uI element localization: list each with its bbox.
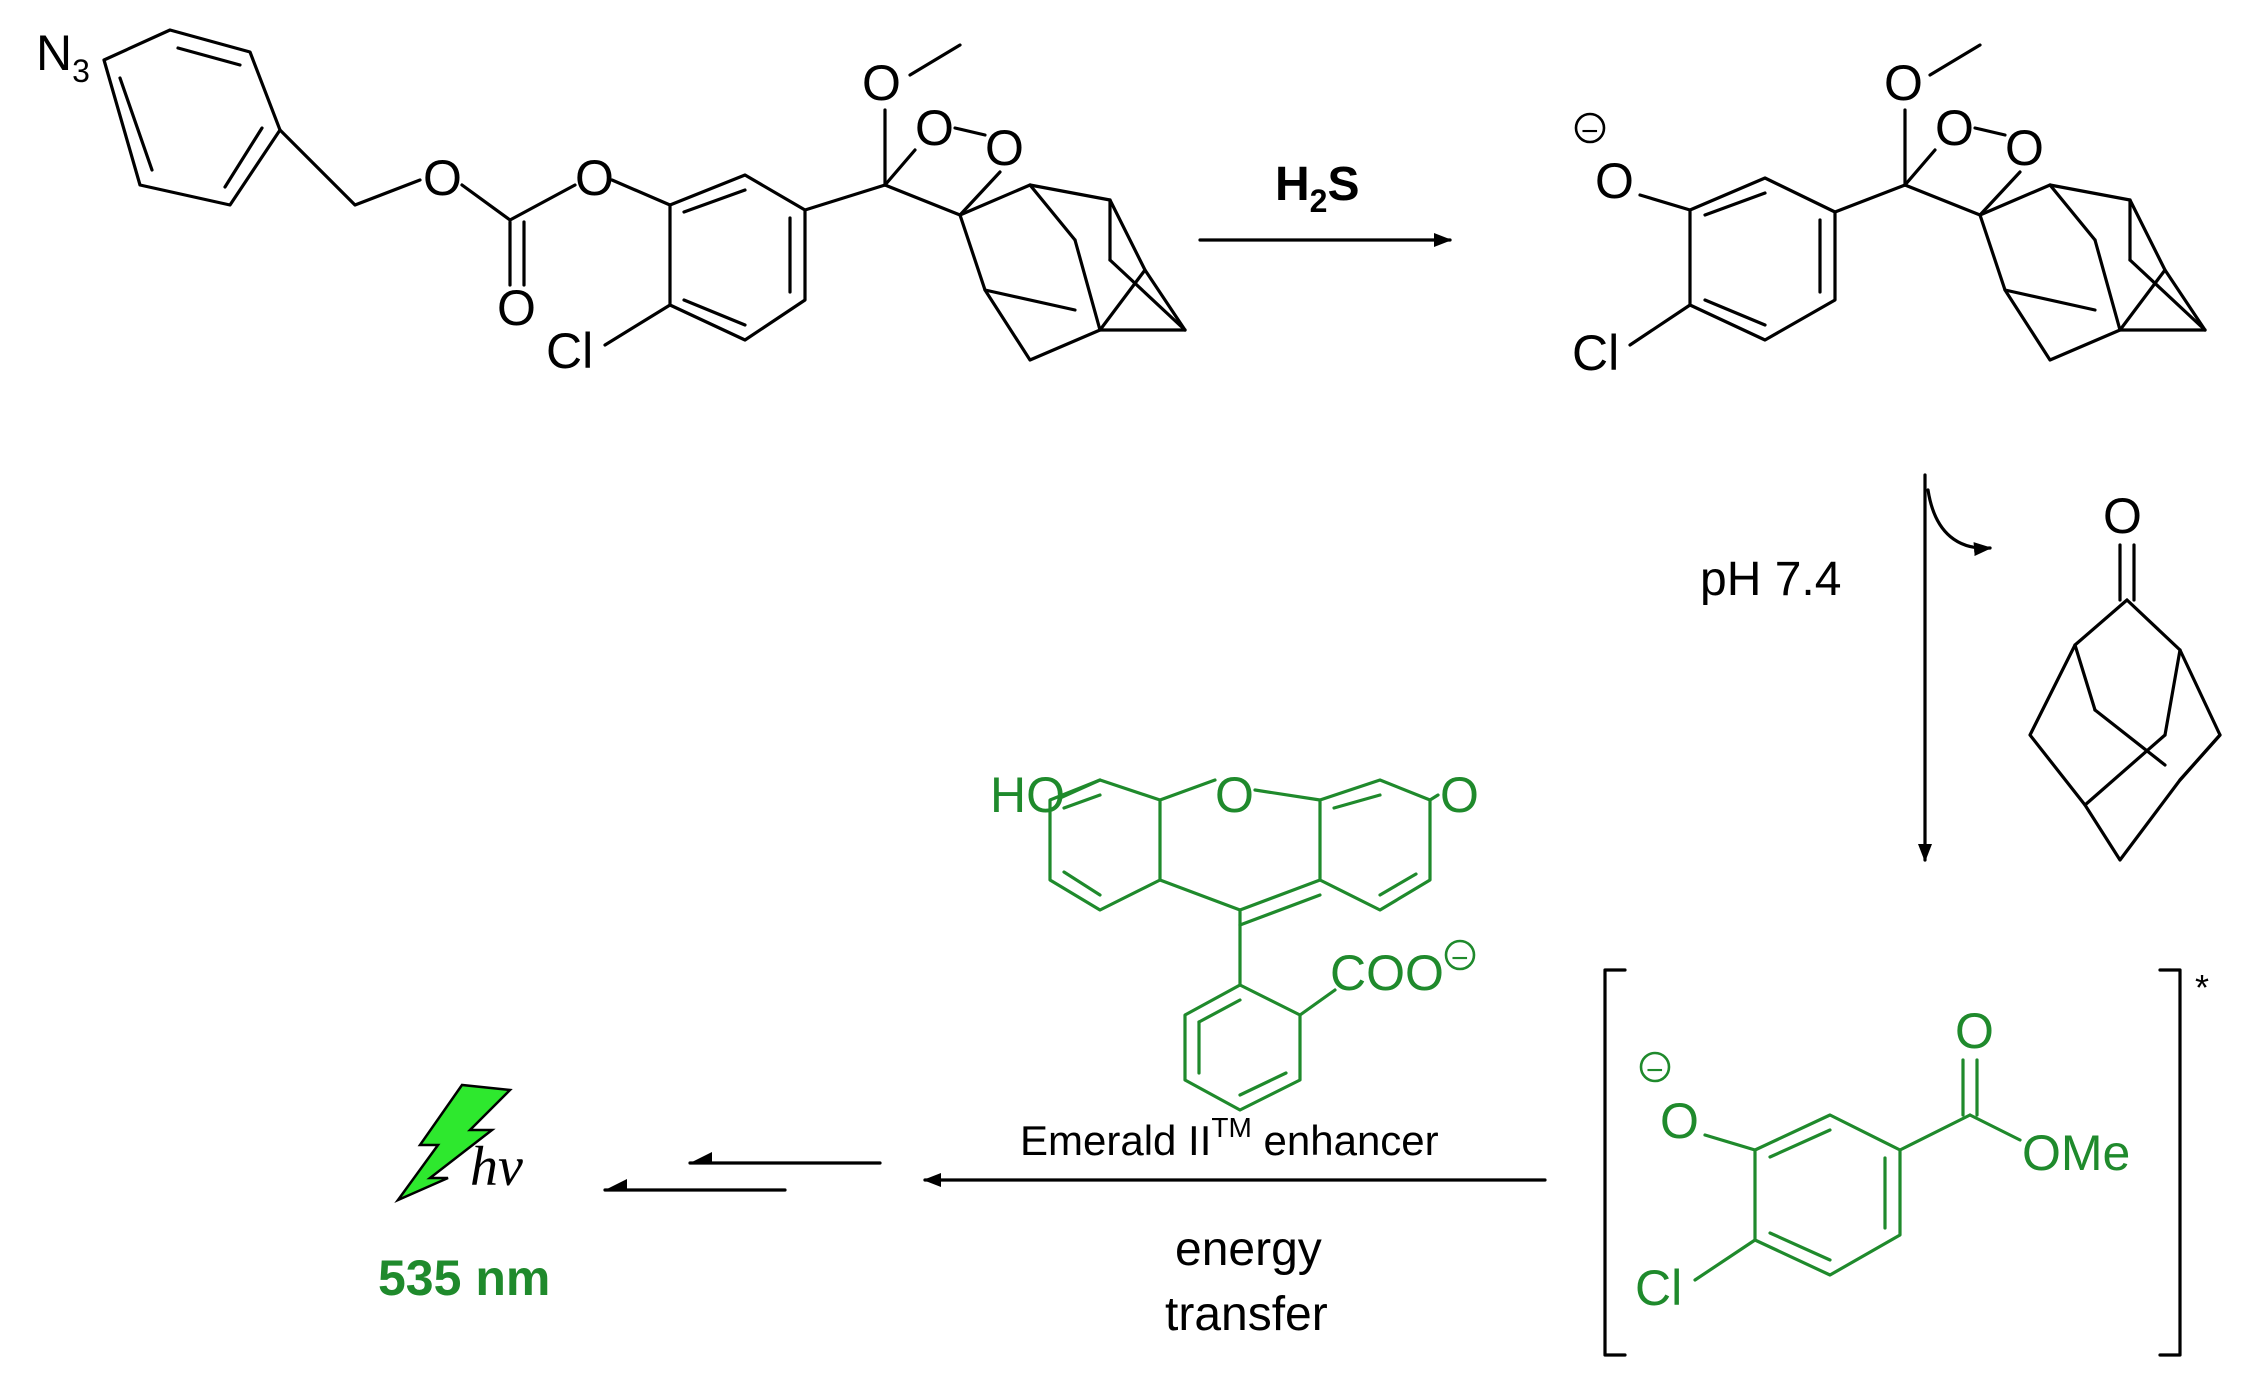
excited-state-marker: * [2195, 967, 2209, 1008]
adamantanone: O [2028, 488, 2222, 862]
energy-label: energy [1175, 1223, 1322, 1276]
xanthene-ketone-oxygen: O [1440, 767, 1479, 823]
ester-oxygen-1: O [423, 150, 462, 206]
ketone-oxygen: O [2103, 488, 2142, 544]
peroxide-oxygen-4: O [2005, 120, 2044, 176]
ph-label: pH 7.4 [1700, 553, 1841, 606]
phenolate-ring [1688, 176, 1837, 342]
peroxide-oxygen-3: O [1935, 100, 1974, 156]
right-bracket [2158, 968, 2182, 1357]
adamantane-cage-2 [1978, 183, 2167, 362]
phenolate-oxygen: O [1595, 153, 1634, 209]
benzoate-ring-excited [1753, 1113, 1902, 1277]
enhancer-label: Emerald IITM enhancer [1020, 1112, 1439, 1164]
ester-carbonyl-oxygen: O [1955, 1003, 1994, 1059]
carbonyl-oxygen: O [497, 280, 536, 336]
h2s-step: H2S [1198, 158, 1452, 247]
light-emission: hv 535 nm [378, 1083, 550, 1306]
carboxylate-charge: − [1451, 942, 1469, 975]
benzoate-phenolate-charge: − [1646, 1054, 1664, 1087]
benzoate-chlorine: Cl [1635, 1260, 1682, 1316]
xanthene-ring-left [1048, 778, 1162, 912]
xanthene-ring-right [1318, 778, 1432, 912]
phenolate-dioxetane: − O Cl O O O [1572, 43, 2207, 381]
h2s-reagent: H2S [1275, 158, 1359, 219]
phenolate-charge: − [1581, 115, 1599, 148]
energy-transfer-step: Emerald IITM enhancer energy transfer [923, 1112, 1547, 1341]
emerald-enhancer-dye: HO O O COO − [990, 767, 1479, 1112]
chlorophenyl-ring [668, 173, 807, 342]
chlorine-label-2: Cl [1572, 325, 1619, 381]
benzoate-ring [1183, 983, 1302, 1112]
methoxy-oxygen: O [862, 55, 901, 111]
lightning-icon [394, 1083, 513, 1204]
xanthene-oxygen: O [1215, 767, 1254, 823]
peroxide-oxygen-1: O [915, 100, 954, 156]
benzoate-phenolate-oxygen: O [1660, 1093, 1699, 1149]
excited-benzoate: * − O Cl O OMe [1603, 967, 2209, 1357]
left-bracket [1603, 968, 1627, 1357]
hydroxyl-label: HO [990, 767, 1065, 823]
elimination-arrow [1926, 488, 1992, 557]
carboxylate-label: COO [1330, 945, 1444, 1001]
adamantanone-cage [2028, 598, 2222, 862]
methoxy-oxygen-2: O [1884, 55, 1923, 111]
transfer-label: transfer [1165, 1288, 1328, 1341]
wavelength-label: 535 nm [378, 1250, 550, 1306]
azide-label: N3 [36, 25, 90, 89]
equilibrium-arrows [603, 1152, 882, 1192]
benzyl-ring [102, 28, 282, 207]
ph-step: pH 7.4 [1700, 473, 1992, 862]
ester-oxygen-2: O [575, 150, 614, 206]
methyl-ester-label: OMe [2022, 1125, 2130, 1181]
adamantane-cage [958, 183, 1147, 362]
peroxide-oxygen-2: O [985, 120, 1024, 176]
chlorine-label: Cl [546, 323, 593, 379]
probe-molecule: N3 O O O Cl O O O [36, 25, 1187, 379]
hv-label: hv [470, 1136, 523, 1198]
